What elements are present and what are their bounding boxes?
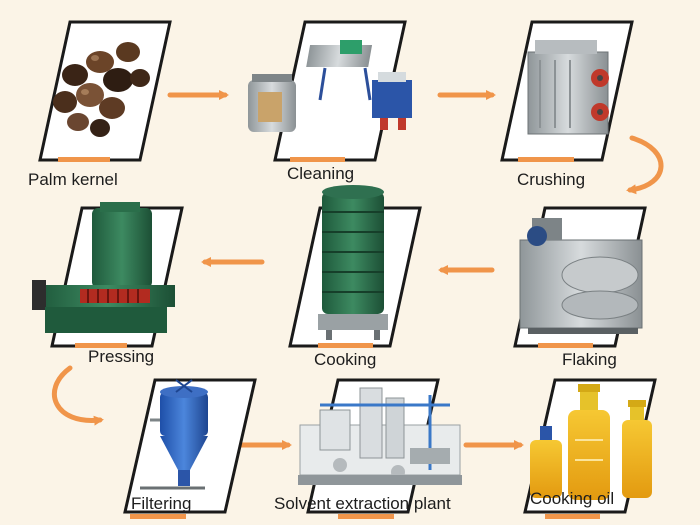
screw-oil-press-image [32,202,175,333]
step-label-pressing: Pressing [88,347,155,366]
step-cooking-oil [523,378,657,519]
step-accent-bar [130,514,186,519]
step-label-filtering: Filtering [131,494,192,513]
step-label-flaking: Flaking [562,350,617,369]
arrow-crushing-to-flaking [626,135,664,195]
palm-kernel-nuts-image [53,42,150,137]
step-label-crushing: Crushing [517,170,586,189]
step-accent-bar [338,514,394,519]
step-label-cooking: Cooking [314,350,377,369]
step-cleaning [248,20,412,162]
flaking-machine-image [519,218,643,334]
step-solvent-extraction-plant [298,378,462,519]
step-label-cooking-oil: Cooking oil [530,489,615,508]
step-accent-bar [58,157,110,162]
filter-tank-image [140,379,208,490]
step-accent-bar [538,343,593,348]
step-accent-bar [318,343,373,348]
step-accent-bar [518,157,574,162]
step-pressing [32,202,184,348]
step-cooking [288,185,422,348]
panel-frame [38,20,172,162]
oil-bottles-image [530,384,652,500]
step-label-solvent-extraction-plant: Solvent extraction plant [274,494,451,513]
step-label-palm-kernel: Palm kernel [28,170,118,189]
step-accent-bar [290,157,345,162]
step-accent-bar [545,514,600,519]
cleaning-machines-image [248,40,412,132]
step-crushing [500,20,634,162]
cooking-tower-image [318,185,388,340]
step-palm-kernel [38,20,172,162]
step-label-cleaning: Cleaning [287,164,355,183]
flow-arrows [51,90,664,450]
extraction-plant-image [298,387,462,485]
step-flaking [513,206,647,348]
crusher-machine-image [527,40,609,135]
step-accent-bar [75,343,127,348]
arrow-pressing-to-filtering [51,365,104,426]
step-filtering [123,378,257,519]
